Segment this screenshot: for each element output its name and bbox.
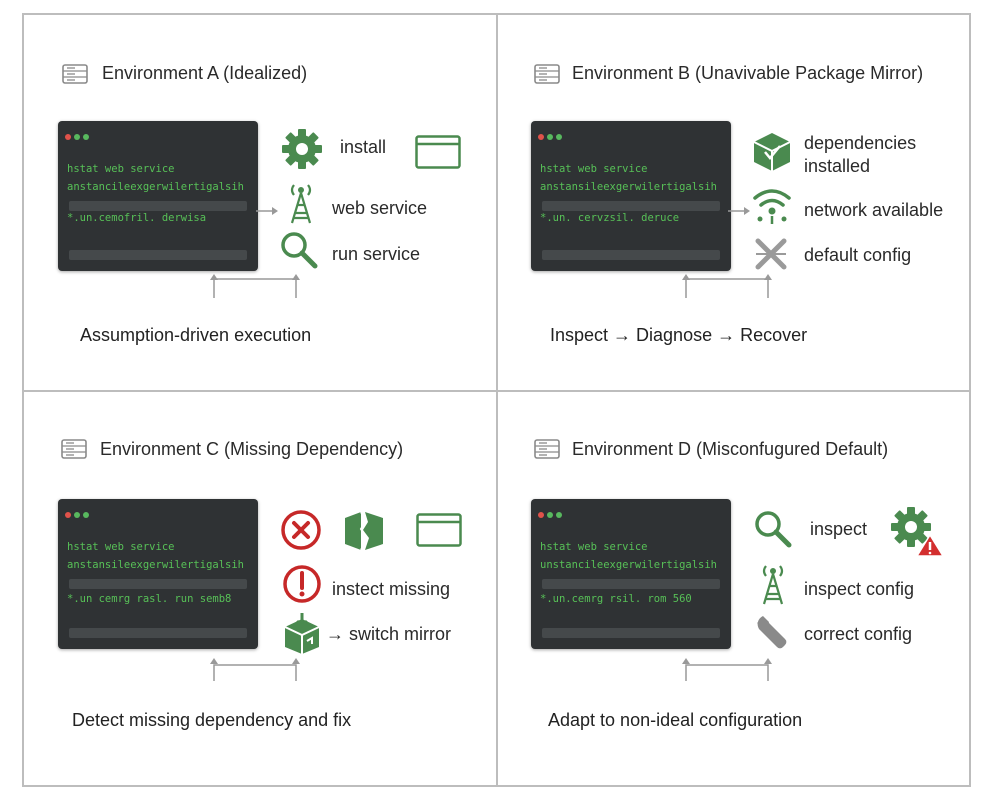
panel-environment-a: Environment A (Idealized) hstat web serv… [24,15,498,391]
magnifier-icon [281,232,318,269]
cross-icon [755,238,787,270]
loop-arrow [210,658,300,681]
terminal-line: anstansileexgerwilertigalsih [67,559,245,571]
panel-title: Environment C (Missing Dependency) [100,439,404,459]
loop-arrow [682,658,772,681]
maximize-dot [83,512,89,518]
terminal-bar [69,579,247,589]
antenna-icon [762,565,784,605]
step-label-network-available: network available [804,200,944,220]
panel-caption: Adapt to non-ideal configuration [548,710,803,730]
panel-title: Environment D (Misconfugured Default) [572,439,889,459]
close-dot [65,134,71,140]
window-controls [538,127,565,145]
step-label-installed: installed [804,156,871,176]
terminal-line: *.un.cemrg rsil. rom 560 [540,593,692,605]
step-label-default-config: default config [804,245,912,265]
minimize-dot [547,134,553,140]
error-circle-icon [281,510,321,550]
step-label-dependencies: dependencies [804,133,917,153]
terminal-line: unstancileexgerwilertigalsih [540,559,718,571]
loop-arrow [682,207,772,298]
panel-title: Environment A (Idealized) [102,63,308,83]
close-dot [538,134,544,140]
window-icon [415,135,461,169]
terminal-line: *.un. cervzsil. deruce [540,212,680,224]
terminal-window: hstat web service anstansileexgerwilerti… [58,499,258,649]
minimize-dot [547,512,553,518]
step-label-inspect: inspect [810,519,868,539]
terminal-line: anstansileexgerwilertigalsih [540,181,718,193]
terminal-window: hstat web service unstancileexgerwilerti… [531,499,731,649]
terminal-window: hstat web service anstancileexgerwilerti… [58,121,258,271]
step-label-inspect-config: inspect config [804,579,915,599]
terminal-line: hstat web service [67,163,175,175]
wifi-icon [753,189,791,224]
close-dot [538,512,544,518]
step-label-instect-missing: instect missing [332,579,451,599]
panel-title: Environment B (Unavivable Package Mirror… [572,63,924,83]
window-controls [65,505,92,523]
terminal-bar [69,628,247,638]
cube-icon [753,133,791,171]
loop-arrow [210,207,300,298]
maximize-dot [556,134,562,140]
terminal-bar [69,201,247,211]
grid-divider-horizontal [22,390,971,392]
package-down-icon [284,613,320,654]
close-dot [65,512,71,518]
grid-divider-vertical [496,13,498,787]
terminal-window: hstat web service anstansileexgerwilerti… [531,121,731,271]
step-label-run-service: run service [332,244,421,264]
terminal-bar [542,250,720,260]
maximize-dot [556,512,562,518]
gear-icon [282,129,322,169]
step-label-install: install [340,137,387,157]
window-icon [416,513,462,547]
broken-box-icon [345,511,383,551]
window-controls [538,505,565,523]
terminal-bar [542,201,720,211]
server-icon [534,439,560,459]
minimize-dot [74,134,80,140]
terminal-bar [542,628,720,638]
terminal-line: hstat web service [540,163,648,175]
terminal-line: *.un.cemofril. derwisa [67,212,207,224]
server-icon [534,64,560,84]
terminal-bar [542,579,720,589]
step-label-switch-mirror: → switch mirror [326,624,451,644]
window-controls [65,127,92,145]
maximize-dot [83,134,89,140]
panel-environment-c: Environment C (Missing Dependency) hstat… [24,392,498,768]
terminal-line: hstat web service [540,541,648,553]
minimize-dot [74,512,80,518]
terminal-line: *.un cemrg rasl. run semb8 [67,593,232,605]
panel-environment-b: Environment B (Unavivable Package Mirror… [498,15,972,391]
terminal-line: hstat web service [67,541,175,553]
antenna-icon [290,184,312,224]
warning-circle-icon [283,565,321,603]
wrench-icon [757,616,787,649]
terminal-line: anstancileexgerwilertigalsih [67,181,245,193]
server-icon [62,64,88,84]
step-label-correct-config: correct config [804,624,913,644]
step-label-web-service: web service [332,198,428,218]
gear-warning-icon [891,507,945,557]
panel-caption: Assumption-driven execution [80,325,312,345]
server-icon [61,439,87,459]
magnifier-icon [755,511,792,548]
terminal-bar [69,250,247,260]
panel-caption: Inspect → Diagnose → Recover [550,325,808,345]
panel-environment-d: Environment D (Misconfugured Default) hs… [498,392,972,768]
panel-caption: Detect missing dependency and fix [72,710,352,730]
